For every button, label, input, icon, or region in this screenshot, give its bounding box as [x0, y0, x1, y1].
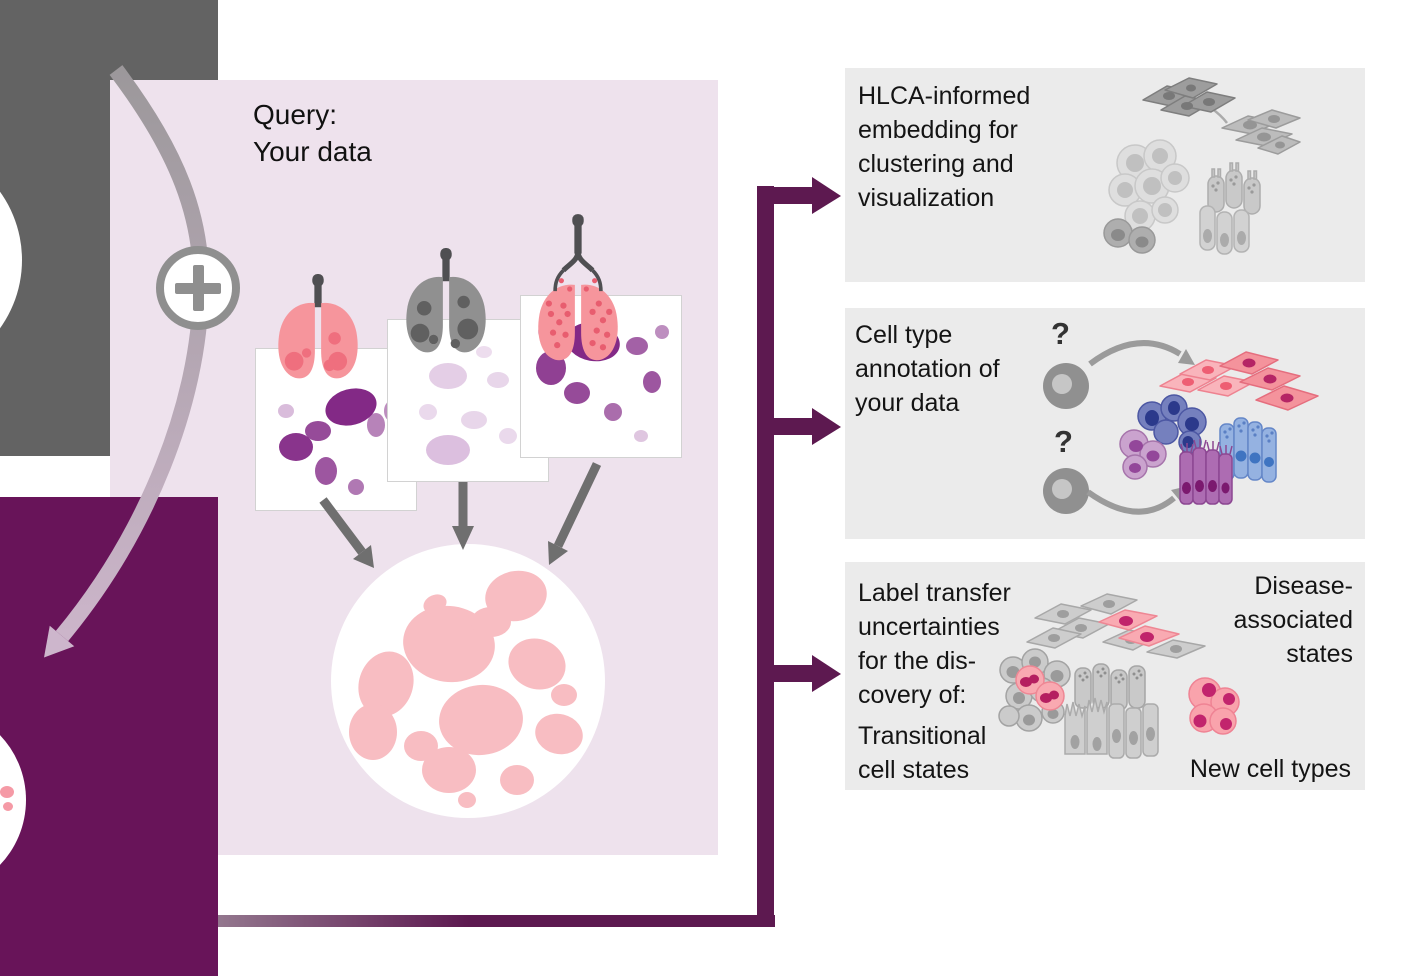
round-cell-cluster	[1103, 139, 1190, 254]
blue-columnar-cells	[1219, 417, 1277, 483]
integrated-umap-circle	[331, 544, 605, 818]
unknown-cell-icon	[1043, 468, 1089, 514]
cell-nucleus	[1052, 374, 1072, 394]
healthy-lung-icon	[278, 274, 358, 379]
query-panel-content: Query: Your data	[110, 80, 718, 855]
flow-arrow-2-icon	[812, 408, 841, 445]
umap-blob	[0, 786, 14, 798]
query-title-line1: Query:	[253, 99, 338, 130]
curved-flow-arrow-icon	[44, 65, 210, 658]
uncertainty-panel-label: Label transfer uncertainties for the dis…	[858, 579, 1011, 709]
squamous-sheet-dark	[1142, 77, 1236, 117]
query-panel-title: Query: Your data	[253, 96, 372, 170]
flow-arrow-1-icon	[812, 177, 841, 214]
new-cell-types-label: New cell types	[1189, 755, 1351, 783]
arc-arrowhead-icon	[1178, 349, 1195, 365]
dataset-2-umap	[419, 346, 517, 465]
disease-states-label: Disease- associated states	[1233, 572, 1353, 668]
query-title-line2: Your data	[253, 136, 372, 167]
question-mark-icon: ?	[1054, 424, 1073, 459]
cell-nucleus	[1052, 479, 1072, 499]
embedding-panel-label: HLCA-informed embedding for clustering a…	[858, 82, 1031, 212]
output-panel-annotation: Cell type annotation of your data ? ?	[845, 308, 1365, 539]
dataset-1-umap	[278, 388, 404, 495]
question-mark-icon: ?	[1051, 316, 1070, 351]
flow-arrow-3-icon	[812, 655, 841, 692]
squamous-sheet-light	[1221, 109, 1301, 155]
umap-blob	[3, 802, 13, 811]
plus-icon	[156, 246, 240, 330]
columnar-cell-cluster	[1199, 162, 1261, 255]
gray-cell-clusters-illustration	[1103, 77, 1301, 255]
gray-columnar-cluster	[1064, 663, 1159, 759]
integrated-umap-blobs	[349, 570, 583, 808]
annotation-arc-arrows	[1086, 340, 1182, 515]
output-panel-embedding: HLCA-informed embedding for clustering a…	[845, 68, 1365, 282]
magenta-ciliated-cells	[1179, 447, 1233, 505]
discovery-cells-illustration	[998, 593, 1240, 759]
annotated-cell-types-illustration	[1086, 340, 1319, 515]
merge-arrows	[319, 462, 602, 568]
trunk-line	[757, 186, 774, 927]
transitional-cell-cluster	[998, 648, 1071, 732]
annotation-panel-label: Cell type annotation of your data	[855, 321, 1000, 417]
diseased-lung-icon	[538, 214, 618, 361]
output-panel-uncertainty: Label transfer uncertainties for the dis…	[845, 562, 1365, 790]
transitional-states-label: Transitional cell states	[858, 722, 987, 784]
unknown-cell-icon	[1043, 363, 1089, 409]
gray-lung-icon	[406, 248, 486, 353]
bottom-feedback-line	[218, 915, 775, 927]
